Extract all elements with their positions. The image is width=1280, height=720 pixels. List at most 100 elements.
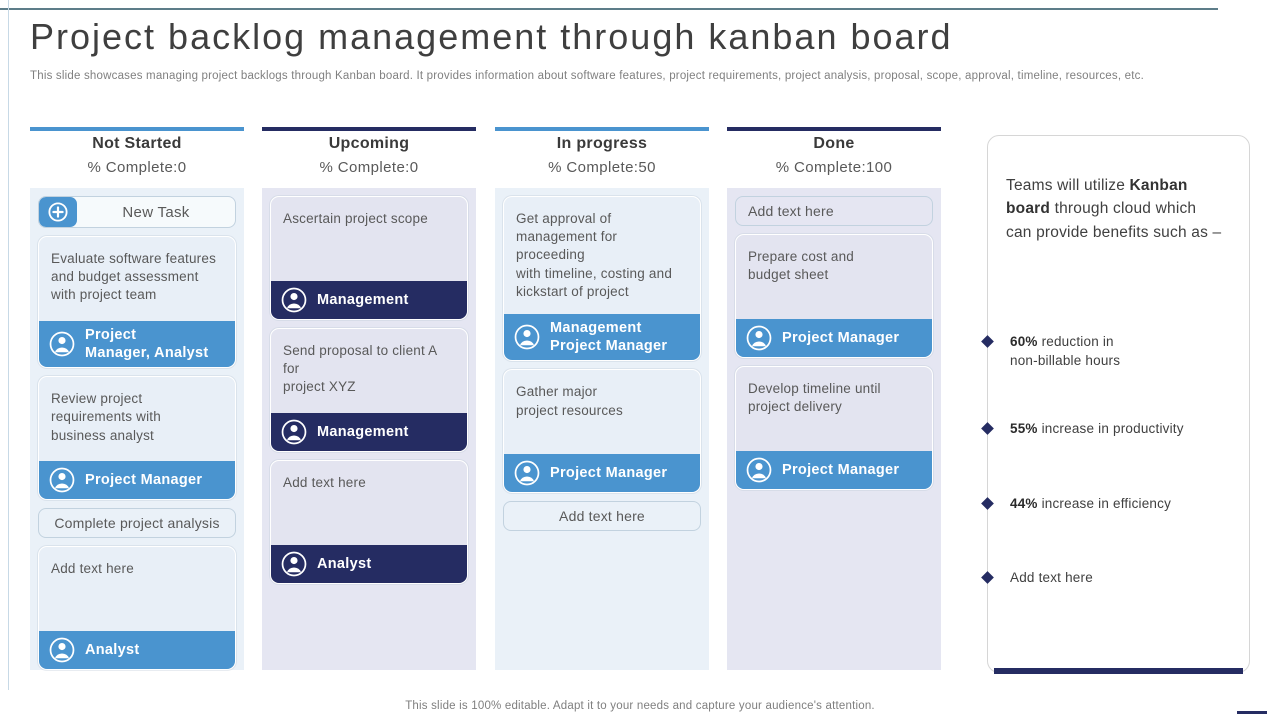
add-task-plus-icon[interactable] xyxy=(39,197,77,227)
person-icon xyxy=(281,419,307,445)
assignee-name: Project Manager xyxy=(85,472,203,489)
card-assignee-bar: Project Manager xyxy=(736,319,932,357)
assignee-name: Management xyxy=(317,291,409,308)
diamond-bullet-icon xyxy=(981,497,994,510)
benefits-panel-bottom-bar xyxy=(994,668,1243,674)
new-task-label: New Task xyxy=(122,203,190,221)
add-text-button[interactable]: Add text here xyxy=(503,501,701,532)
assignee-name: Project Manager xyxy=(782,329,900,346)
column-progress-label: % Complete:50 xyxy=(548,159,656,176)
assignee-name: Project Manager xyxy=(550,465,668,482)
card-assignee-bar: Project Manager xyxy=(39,461,235,500)
assignee-name: Project Manager, Analyst xyxy=(85,327,209,362)
intro-text: Teams will utilize xyxy=(1006,177,1130,194)
person-icon xyxy=(49,637,75,663)
slide-top-border-line xyxy=(0,8,1218,10)
card-assignee-bar: Project Manager, Analyst xyxy=(39,321,235,368)
slide-left-border-line xyxy=(8,0,9,690)
kanban-card[interactable]: Review project requirements with busines… xyxy=(38,376,236,501)
person-icon xyxy=(281,551,307,577)
person-icon xyxy=(49,331,75,357)
card-assignee-bar: Management Project Manager xyxy=(504,314,700,361)
column-accent-bar xyxy=(262,127,476,131)
column-accent-bar xyxy=(727,127,941,131)
slide-footer-note: This slide is 100% editable. Adapt it to… xyxy=(405,700,875,712)
assignee-name: Analyst xyxy=(85,642,140,659)
column-progress-label: % Complete:0 xyxy=(319,159,419,176)
benefit-percentage: 55% xyxy=(1010,421,1038,436)
person-icon xyxy=(514,324,540,350)
card-text: Add text here xyxy=(51,561,134,577)
benefits-intro-text: Teams will utilize Kanban board through … xyxy=(1006,174,1226,244)
column-progress-label: % Complete:0 xyxy=(87,159,187,176)
card-text: Add text here xyxy=(283,475,366,490)
diamond-bullet-icon xyxy=(981,571,994,584)
column-title: In progress xyxy=(556,135,648,152)
card-text: Send proposal to client A for project XY… xyxy=(283,343,437,395)
add-text-button[interactable]: Complete project analysis xyxy=(38,508,236,539)
assignee-name: Management Project Manager xyxy=(550,320,668,355)
card-assignee-bar: Project Manager xyxy=(736,451,932,489)
card-text: Review project requirements with busines… xyxy=(51,391,161,443)
add-text-button[interactable]: Add text here xyxy=(735,196,933,226)
column-title: Upcoming xyxy=(328,135,410,152)
kanban-card[interactable]: Get approval of management for proceedin… xyxy=(503,196,701,362)
card-text: Develop timeline until project delivery xyxy=(748,381,881,415)
column-title: Not Started xyxy=(92,135,182,152)
card-assignee-bar: Analyst xyxy=(39,631,235,670)
card-assignee-bar: Project Manager xyxy=(504,454,700,493)
assignee-name: Management xyxy=(317,423,409,440)
kanban-card[interactable]: Send proposal to client A for project XY… xyxy=(270,328,468,452)
card-text: Evaluate software features and budget as… xyxy=(51,251,217,303)
card-assignee-bar: Management xyxy=(271,281,467,319)
card-assignee-bar: Analyst xyxy=(271,545,467,583)
person-icon xyxy=(514,460,540,486)
card-text: Get approval of management for proceedin… xyxy=(516,211,673,299)
person-icon xyxy=(746,457,772,483)
person-icon xyxy=(746,325,772,351)
assignee-name: Project Manager xyxy=(782,461,900,478)
column-title: Done xyxy=(813,135,855,152)
kanban-card[interactable]: Evaluate software features and budget as… xyxy=(38,236,236,369)
benefit-item: 60% reduction in non-billable hours xyxy=(1010,334,1121,368)
person-icon xyxy=(49,467,75,493)
column-accent-bar xyxy=(495,127,709,131)
benefit-percentage: 44% xyxy=(1010,496,1038,511)
intro-bold-text: Kanban board xyxy=(1006,177,1188,218)
column-accent-bar xyxy=(30,127,244,131)
card-text: Ascertain project scope xyxy=(283,211,428,226)
card-text: Gather major project resources xyxy=(516,384,623,418)
new-task-button[interactable]: New Task xyxy=(38,196,236,228)
column-progress-label: % Complete:100 xyxy=(775,159,893,176)
benefit-percentage: 60% xyxy=(1010,334,1038,349)
benefit-item: 44% increase in efficiency xyxy=(1010,496,1172,511)
benefits-panel: Teams will utilize Kanban board through … xyxy=(981,135,1250,674)
diamond-bullet-icon xyxy=(981,422,994,435)
card-text: Prepare cost and budget sheet xyxy=(748,249,855,283)
intro-text: through cloud which can provide benefits… xyxy=(1006,200,1222,241)
slide-corner-accent-line xyxy=(1237,711,1267,714)
diamond-bullet-icon xyxy=(981,335,994,348)
benefit-item: Add text here xyxy=(1010,570,1093,585)
card-assignee-bar: Management xyxy=(271,413,467,451)
slide-subtitle: This slide showcases managing project ba… xyxy=(30,70,1144,82)
column-body: Get approval of management for proceedin… xyxy=(495,188,709,670)
assignee-name: Analyst xyxy=(317,555,372,572)
page-title: Project backlog management through kanba… xyxy=(30,16,953,57)
benefit-item: 55% increase in productivity xyxy=(1010,421,1184,436)
